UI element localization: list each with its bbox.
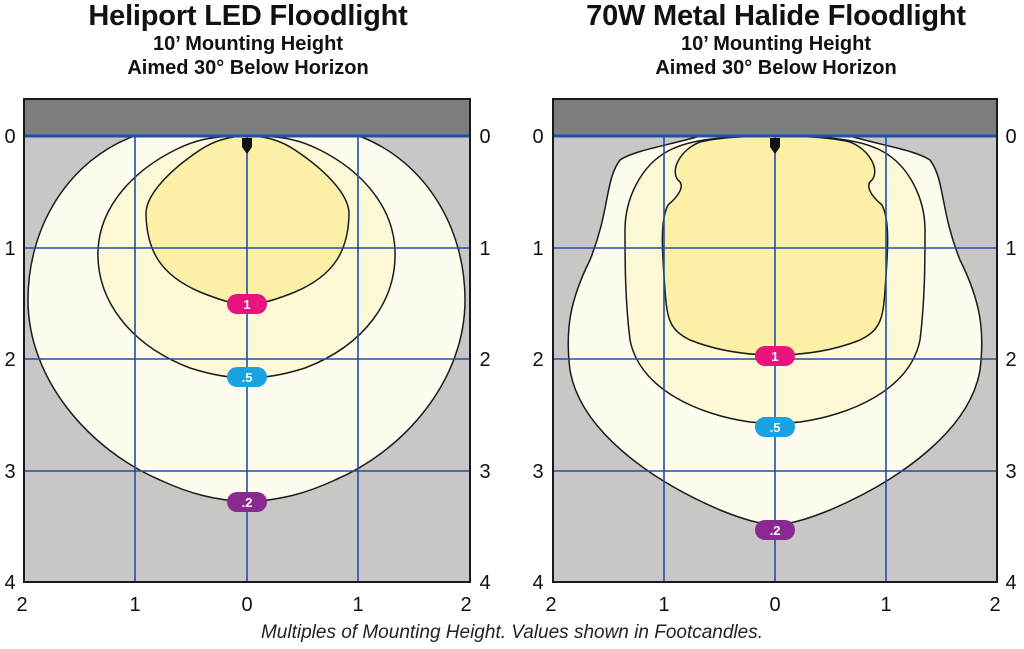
right-y-tick-right-0: 0 bbox=[1005, 126, 1016, 148]
left-plot: 1 .5 .2 0 1 2 3 4 0 1 2 3 4 2 1 0 1 2 bbox=[4, 98, 491, 616]
right-y-tick-right-1: 1 bbox=[1005, 238, 1016, 260]
left-y-tick-right-2: 2 bbox=[479, 349, 490, 371]
right-y-tick-right-3: 3 bbox=[1005, 461, 1016, 483]
left-y-tick-right-0: 0 bbox=[479, 126, 490, 148]
left-x-tick-2: 0 bbox=[241, 594, 252, 616]
right-x-tick-4: 2 bbox=[989, 594, 1000, 616]
svg-text:.5: .5 bbox=[242, 370, 253, 385]
left-y-tick-0: 0 bbox=[4, 126, 15, 148]
right-plot-frame bbox=[552, 98, 998, 583]
left-fixture-bar bbox=[24, 99, 470, 136]
right-y-tick-0: 0 bbox=[532, 126, 543, 148]
left-y-tick-right-3: 3 bbox=[479, 461, 490, 483]
right-badge-02: .2 bbox=[755, 520, 795, 540]
left-badge-05: .5 bbox=[227, 367, 267, 387]
left-y-tick-1: 1 bbox=[4, 238, 15, 260]
left-badge-1: 1 bbox=[227, 294, 267, 314]
right-x-tick-1: 1 bbox=[658, 594, 669, 616]
right-panel-subtitle-height: 10’ Mounting Height bbox=[681, 33, 871, 55]
right-badge-1: 1 bbox=[755, 346, 795, 366]
left-y-tick-3: 3 bbox=[4, 461, 15, 483]
right-y-tick-1: 1 bbox=[532, 238, 543, 260]
right-x-tick-0: 2 bbox=[545, 594, 556, 616]
left-y-tick-right-4: 4 bbox=[479, 572, 490, 594]
right-y-tick-right-4: 4 bbox=[1005, 572, 1016, 594]
caption: Multiples of Mounting Height. Values sho… bbox=[260, 622, 763, 643]
right-y-tick-3: 3 bbox=[532, 461, 543, 483]
left-y-tick-right-1: 1 bbox=[479, 238, 490, 260]
right-panel-header: 70W Metal Halide Floodlight 10’ Mounting… bbox=[546, 0, 1006, 80]
svg-text:1: 1 bbox=[243, 297, 250, 312]
svg-text:.2: .2 bbox=[770, 523, 781, 538]
left-x-tick-0: 2 bbox=[16, 594, 27, 616]
right-y-tick-2: 2 bbox=[532, 349, 543, 371]
right-panel-subtitle-aim: Aimed 30° Below Horizon bbox=[655, 57, 897, 79]
svg-text:1: 1 bbox=[771, 349, 778, 364]
left-badge-02: .2 bbox=[227, 492, 267, 512]
left-y-tick-2: 2 bbox=[4, 349, 15, 371]
svg-text:.2: .2 bbox=[242, 495, 253, 510]
left-x-tick-1: 1 bbox=[129, 594, 140, 616]
right-fixture-bar bbox=[553, 99, 997, 136]
left-plot-frame bbox=[23, 98, 471, 583]
right-badge-05: .5 bbox=[755, 417, 795, 437]
left-x-tick-3: 1 bbox=[352, 594, 363, 616]
svg-text:.5: .5 bbox=[770, 420, 781, 435]
right-panel-title: 70W Metal Halide Floodlight bbox=[586, 0, 966, 32]
left-panel-subtitle-aim: Aimed 30° Below Horizon bbox=[127, 57, 369, 79]
left-grid bbox=[24, 136, 470, 582]
left-fixture-icon bbox=[242, 138, 252, 154]
left-panel-title: Heliport LED Floodlight bbox=[88, 0, 408, 32]
right-y-tick-right-2: 2 bbox=[1005, 349, 1016, 371]
left-panel-subtitle-height: 10’ Mounting Height bbox=[153, 33, 343, 55]
left-panel-header: Heliport LED Floodlight 10’ Mounting Hei… bbox=[18, 0, 478, 80]
right-x-tick-2: 0 bbox=[769, 594, 780, 616]
right-x-tick-3: 1 bbox=[880, 594, 891, 616]
left-x-tick-4: 2 bbox=[460, 594, 471, 616]
right-plot: 1 .5 .2 0 1 2 3 4 0 1 2 3 4 2 1 0 1 2 bbox=[532, 98, 1017, 616]
right-fixture-icon bbox=[770, 138, 780, 154]
left-y-tick-4: 4 bbox=[4, 572, 15, 594]
right-y-tick-4: 4 bbox=[532, 572, 543, 594]
